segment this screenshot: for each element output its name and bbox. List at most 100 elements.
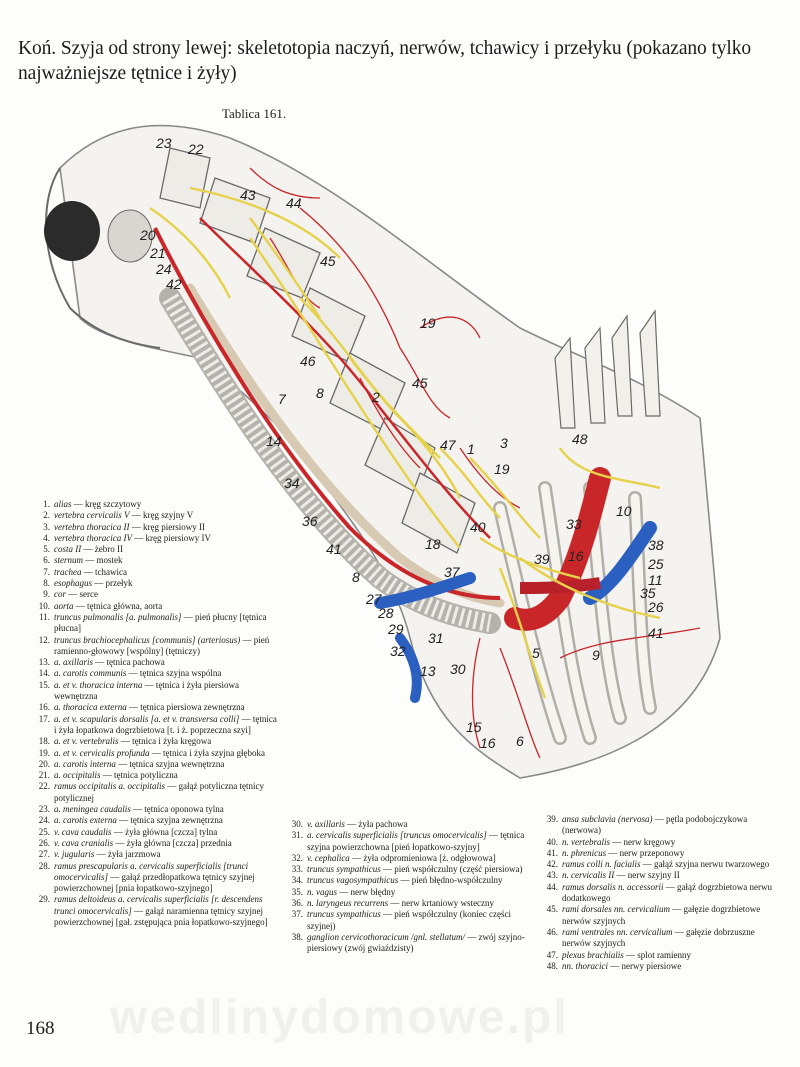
legend-item: 17.a. et v. scapularis dorsalis [a. et v… [38,713,277,735]
callout-22: 22 [187,141,204,157]
figure-callout-numbers: 23 22 43 44 20 21 24 42 45 19 46 45 8 2 … [139,135,664,751]
cephalic-vein [395,633,422,703]
callout-26: 26 [647,599,664,615]
callout-15: 15 [466,719,482,735]
skull-fossa [107,209,153,263]
legend-item: 48.nn. thoracici — nerwy piersiowe [546,960,682,971]
callout-9: 9 [592,647,600,663]
legend-item: 36.n. laryngeus recurrens — nerw krtanio… [291,898,495,909]
callout-16b: 16 [480,735,496,751]
legend-item: 32.v. cephalica — żyła odpromieniowa [ż.… [291,852,496,863]
legend-item: 3.vertebra thoracica II — kręg piersiowy… [43,521,205,532]
callout-34: 34 [284,475,300,491]
callout-19: 19 [420,315,436,331]
legend-item: 13.a. axillaris — tętnica pachowa [38,657,165,668]
callout-25: 25 [647,556,664,572]
callout-16: 16 [568,548,584,564]
callout-45: 45 [320,253,336,269]
legend-item: 43.n. cervicalis II — nerw szyjny II [546,870,680,881]
jugular-vein [374,572,476,609]
legend-item: 15.a. et v. thoracica interna — tętnica … [38,679,240,702]
callout-3: 3 [500,435,508,451]
legend-item: 25.v. cava caudalis — żyła główna [czcza… [38,826,218,837]
legend-column-1: 1.alias — kręg szczytowy 2.vertebra cerv… [30,499,278,928]
callout-19b: 19 [494,461,510,477]
callout-36: 36 [302,513,318,529]
callout-13: 13 [420,663,436,679]
callout-21: 21 [149,245,166,261]
legend-item: 11.truncus pulmonalis [a. pulmonalis] — … [39,611,267,634]
callout-40: 40 [470,519,486,535]
legend-item: 40.n. vertebralis — nerw kręgowy [546,836,676,847]
callout-24: 24 [155,261,172,277]
callout-10: 10 [616,503,632,519]
callout-45b: 45 [412,375,428,391]
callout-39: 39 [534,551,550,567]
callout-46: 46 [300,353,316,369]
callout-37: 37 [444,564,461,580]
callout-7: 7 [278,391,287,407]
callout-41b: 41 [648,625,664,641]
pulmonary-trunk [519,577,601,594]
legend-item: 44.ramus dorsalis n. accessorii — gałąź … [546,881,772,904]
legend-item: 28.ramus prescapularis a. cervicalis sup… [38,860,255,894]
legend-item: 35.n. vagus — nerw błędny [291,886,396,897]
callout-1: 1 [467,441,475,457]
callout-48: 48 [572,431,588,447]
legend-item: 18.a. et v. vertebralis — tętnica i żyła… [38,736,212,747]
head-outline [45,167,161,349]
legend-item: 31.a. cervicalis superficialis [truncus … [291,830,525,852]
plate-label: Tablica 161. [222,106,287,121]
callout-42: 42 [166,276,182,292]
callout-35: 35 [640,585,656,601]
legend-item: 8.esophagus — przełyk [43,578,133,589]
legend-item: 1.alias — kręg szczytowy [43,499,142,509]
callout-47: 47 [440,437,457,453]
legend-item: 2.vertebra cervicalis V — kręg szyjny V [43,510,194,521]
callout-29: 29 [387,621,404,637]
vena-cava [583,521,657,605]
legend-item: 24.a. carotis externa — tętnica szyjna z… [38,815,223,826]
callout-33: 33 [566,516,582,532]
callout-27: 27 [365,591,383,607]
legend-item: 29.ramus deltoideus a. cervicalis superf… [38,894,268,927]
callout-43: 43 [240,187,256,203]
callout-41: 41 [326,541,342,557]
callout-5: 5 [532,645,540,661]
legend-item: 6.sternum — mostek [43,555,123,566]
legend-item: 21.a. occipitalis — tętnica potyliczna [38,770,178,781]
trachea-rings [162,293,492,632]
callout-38: 38 [648,537,664,553]
vertebral-artery [199,217,491,539]
nerves [149,186,661,699]
legend-item: 26.v. cava cranialis — żyła główna [czcz… [38,837,232,848]
callout-31: 31 [428,630,444,646]
legend-item: 4.vertebra thoracica IV — kręg piersiowy… [43,532,211,543]
callout-18: 18 [425,536,441,552]
callout-8: 8 [316,385,324,401]
page-number: 168 [26,1018,55,1039]
legend-item: 12.truncus brachiocephalicus [communis] … [38,634,270,656]
legend-item: 23.a. meningea caudalis — tętnica oponow… [38,804,224,815]
legend-item: 38.ganglion cervicothoracicum /gnl. stel… [291,931,525,954]
callout-30: 30 [450,661,466,677]
legend-item: 10.aorta — tętnica główna, aorta [38,600,163,611]
callout-28: 28 [377,605,394,621]
legend-item: 20.a. carotis interna — tętnica szyjna w… [38,758,225,769]
legend-item: 9.cor — serce [43,589,98,600]
legend-item: 42.ramus colli n. facialis — gałąź szyjn… [546,859,770,870]
callout-6: 6 [516,733,524,749]
legend-item: 46.rami ventrales nn. cervicalium — gałę… [546,926,755,949]
legend-item: 7.trachea — tchawica [43,566,127,577]
callout-8b: 8 [352,569,360,585]
legend-item: 5.costa II — żebro II [43,544,123,555]
callout-2: 2 [371,389,380,405]
callout-32: 32 [390,643,406,659]
watermark: wedlinydomowe.pl [110,991,569,1044]
anatomical-illustration: 23 22 43 44 20 21 24 42 45 19 46 45 8 2 … [0,118,800,798]
legend-item: 30.v. axillaris — żyła pachowa [291,819,408,829]
legend-item: 37.truncus sympathicus — pień współczuln… [291,909,511,931]
legend-item: 22.ramus occipitalis a. occipitalis — ga… [38,781,264,803]
legend-item: 45.rami dorsales nn. cervicalium — gałęz… [546,904,761,926]
legend-item: 41.n. phrenicus — nerw przeponowy [546,847,685,858]
